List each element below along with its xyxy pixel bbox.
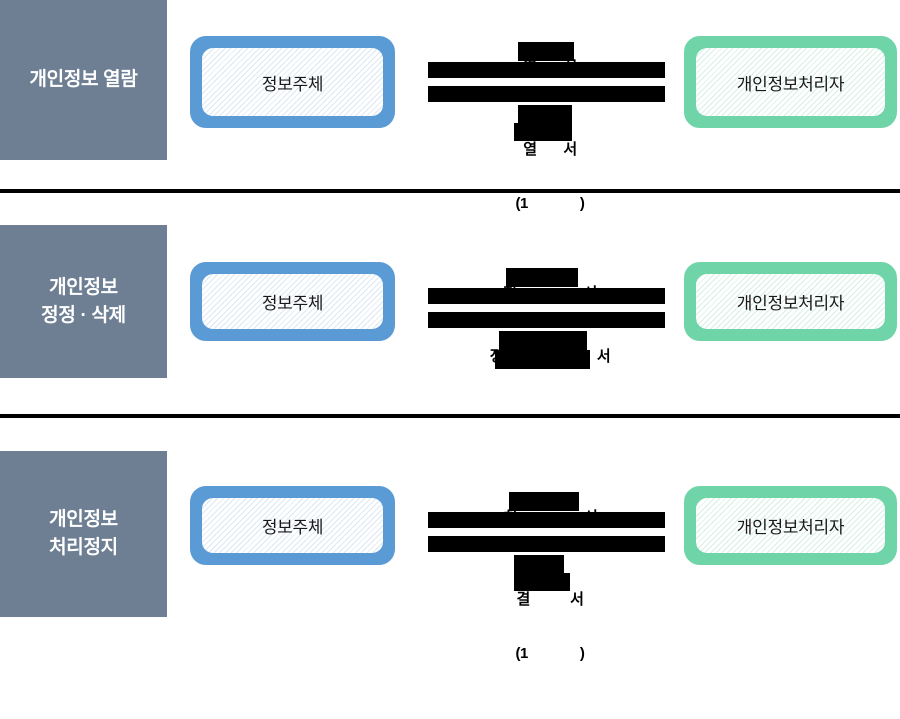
request-label-access-redaction: [518, 42, 574, 61]
category-panel-access: 개인정보 열람: [0, 0, 167, 160]
response-label-correction-redaction-2: [495, 350, 590, 369]
response-label-correction: 정정삭제결과통지서: [455, 330, 645, 403]
flow-arrow-request-suspension: [428, 512, 665, 528]
actor-controller-correction: 개인정보처리자: [684, 262, 897, 341]
actor-subject-suspension: 정보주체: [190, 486, 395, 565]
category-panel-correction: 개인정보 정정 · 삭제: [0, 225, 167, 378]
actor-subject-correction-fill: [202, 274, 383, 329]
actor-controller-suspension-fill: [696, 498, 885, 553]
actor-controller-correction-label: 개인정보처리자: [736, 294, 845, 313]
response-label-correction-suffix: 서: [596, 348, 611, 366]
privacy-rights-flow-diagram: 개인정보 열람 정보주체 열요구서 열통지서 (10일 이내) 개: [0, 0, 900, 662]
response-label-access-second-suffix: ): [579, 195, 585, 213]
response-label-suspension-suffix: 서: [570, 590, 584, 608]
flow-arrow-request-access: [428, 62, 665, 78]
request-label-correction-redaction: [506, 268, 578, 287]
actor-subject-suspension-fill: [202, 498, 383, 553]
response-label-access: 열통지서 (10일 이내): [470, 104, 630, 269]
flow-row-correction: 개인정보 정정 · 삭제 정보주체 정정삭제요구서 정정삭제결과통지서 개인정보…: [0, 193, 900, 415]
response-label-suspension-redaction: [514, 555, 564, 573]
flow-row-suspension: 개인정보 처리정지 정보주체 처리정지요구서 결과통지서 (10일 이내) 개인…: [0, 418, 900, 662]
actor-controller-access: 개인정보처리자: [684, 36, 897, 128]
response-label-suspension-line1: 결과통지서: [470, 572, 630, 609]
row-separator-2: [0, 414, 900, 418]
flow-arrow-response-correction: [428, 312, 665, 328]
flow-arrow-response-access: [428, 86, 665, 102]
response-label-access-line2: (10일 이내): [470, 177, 630, 214]
response-label-suspension-second-suffix: ): [579, 645, 585, 663]
response-label-suspension-second-prefix: (1: [515, 645, 528, 663]
actor-subject-access-fill: [202, 48, 383, 116]
response-label-suspension-redaction-2: [514, 573, 570, 591]
flow-arrow-request-correction: [428, 288, 665, 304]
actor-controller-suspension: 개인정보처리자: [684, 486, 897, 565]
response-label-access-prefix: 열: [523, 140, 537, 158]
row-separator-1: [0, 189, 900, 193]
actor-subject-suspension-label: 정보주체: [261, 518, 324, 537]
actor-controller-access-label: 개인정보처리자: [736, 74, 845, 94]
response-label-suspension-line2: (10일 이내): [470, 627, 630, 664]
actor-controller-access-fill: [696, 48, 885, 116]
response-label-access-second-prefix: (1: [515, 195, 528, 213]
actor-subject-access-label: 정보주체: [261, 74, 324, 94]
actor-controller-suspension-label: 개인정보처리자: [736, 518, 845, 537]
category-panel-suspension: 개인정보 처리정지: [0, 451, 167, 617]
actor-subject-correction: 정보주체: [190, 262, 395, 341]
response-label-suspension-prefix: 결: [516, 590, 530, 608]
response-label-suspension: 결과통지서 (10일 이내): [470, 554, 630, 719]
flow-row-access: 개인정보 열람 정보주체 열요구서 열통지서 (10일 이내) 개: [0, 0, 900, 212]
response-label-access-redaction-2: [514, 123, 572, 141]
actor-subject-correction-label: 정보주체: [261, 294, 324, 313]
actor-subject-access: 정보주체: [190, 36, 395, 128]
response-label-correction-redaction: [499, 331, 587, 350]
request-label-suspension-redaction: [509, 492, 579, 511]
flow-arrow-response-suspension: [428, 536, 665, 552]
category-label-suspension: 개인정보 처리정지: [49, 509, 118, 558]
response-label-access-redaction: [518, 105, 572, 123]
category-label-access: 개인정보 열람: [29, 69, 138, 91]
actor-controller-correction-fill: [696, 274, 885, 329]
response-label-access-line1: 열통지서: [470, 122, 630, 159]
response-label-access-suffix: 서: [563, 140, 577, 158]
category-label-correction: 개인정보 정정 · 삭제: [41, 276, 126, 326]
